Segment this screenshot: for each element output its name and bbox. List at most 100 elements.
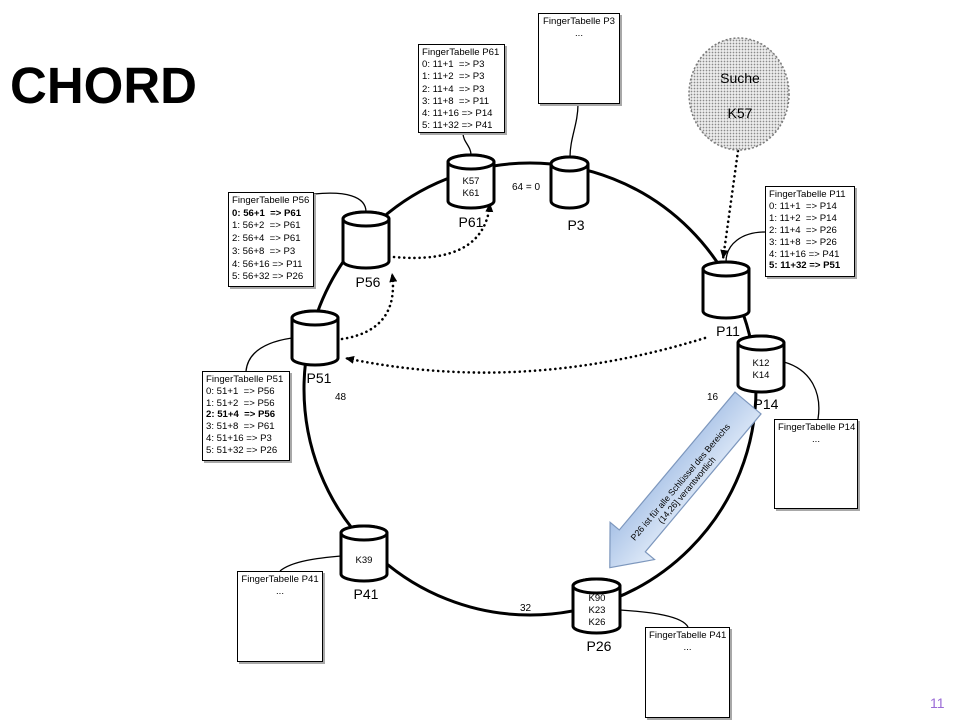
connector-p11	[725, 231, 766, 263]
finger-table-row: 0: 11+1 => P3	[422, 59, 485, 71]
node-label: P51	[307, 370, 332, 386]
responsibility-note-arrow: P26 ist für alle Schlüssel des Bereichs …	[609, 391, 762, 569]
finger-table-row: 1: 11+2 => P3	[422, 71, 485, 83]
node-p56: P56	[341, 210, 391, 290]
finger-table-p11: FingerTabelle P11 0: 11+1 => P14 1: 11+2…	[765, 186, 855, 277]
finger-table-row: 3: 11+8 => P26	[769, 236, 837, 248]
hop-p11-to-p51	[343, 336, 707, 374]
finger-table-row: 1: 11+2 => P14	[769, 212, 837, 224]
finger-table-row: 3: 11+8 => P11	[422, 95, 490, 107]
node-key: K61	[463, 188, 480, 199]
finger-table-row: ...	[683, 642, 692, 654]
node-p3-cylinder-top	[549, 155, 590, 173]
ring-mark-zero: 64 = 0	[512, 182, 541, 193]
node-key: K12	[753, 358, 770, 369]
ring-mark-thirty-two: 32	[520, 603, 532, 614]
finger-table-row: 5: 51+32 => P26	[206, 444, 278, 456]
connector-p51	[245, 337, 293, 372]
connector-p56	[313, 192, 367, 213]
finger-table-row: 1: 51+2 => P56	[206, 397, 275, 409]
search-cloud-line-2: K57	[728, 105, 753, 121]
finger-table-title: FingerTabelle P61	[422, 47, 500, 58]
search-cloud-shape	[688, 37, 790, 151]
node-label: P26	[587, 638, 612, 654]
finger-table-row: 0: 56+1 => P61	[232, 207, 302, 219]
search-cloud-line-1: Suche	[720, 70, 760, 86]
finger-table-row: 2: 11+4 => P3	[422, 83, 485, 95]
slide-title: CHORD	[10, 57, 197, 114]
finger-table-title: FingerTabelle P41	[241, 574, 319, 585]
finger-table-row: 5: 11+32 => P41	[422, 120, 493, 132]
ring-mark-sixteen: 16	[707, 392, 719, 403]
finger-table-row: 5: 11+32 => P51	[769, 260, 841, 272]
node-key: K39	[356, 555, 373, 566]
node-p56-cylinder-top	[341, 210, 391, 228]
node-p11-cylinder-top	[701, 260, 751, 278]
finger-table-row: ...	[276, 586, 284, 598]
finger-table-title: FingerTabelle P3	[543, 16, 615, 27]
connector-p26	[619, 609, 689, 628]
hop-p56-to-p61	[392, 201, 494, 260]
node-p41: K39 P41	[339, 524, 389, 602]
finger-table-p61: FingerTabelle P61 0: 11+1 => P3 1: 11+2 …	[418, 44, 505, 133]
node-label: P11	[716, 323, 740, 339]
node-label: P61	[459, 214, 484, 230]
node-p3: P3	[549, 155, 590, 233]
finger-table-row: ...	[575, 28, 583, 40]
finger-table-p56: FingerTabelle P56 0: 56+1 => P61 1: 56+2…	[228, 192, 314, 287]
finger-table-row: 3: 56+8 => P3	[232, 245, 296, 257]
finger-table-p14: FingerTabelle P14 ...	[774, 419, 858, 509]
finger-table-p41-bottom: FingerTabelle P41 ...	[645, 627, 730, 718]
node-p61-cylinder-top	[446, 153, 496, 171]
finger-table-row: 2: 11+4 => P26	[769, 224, 837, 236]
node-key: K26	[589, 617, 606, 628]
finger-table-p51: FingerTabelle P51 0: 51+1 => P56 1: 51+2…	[202, 371, 290, 461]
node-label: P14	[754, 396, 779, 412]
finger-table-row: ...	[812, 434, 820, 446]
node-p61: K57 K61 P61	[446, 153, 496, 230]
finger-table-row: 5: 56+32 => P26	[232, 271, 304, 283]
connector-p61	[462, 132, 472, 156]
lookup-hops	[340, 149, 740, 374]
finger-table-p3: FingerTabelle P3 ...	[538, 13, 620, 104]
node-label: P41	[354, 586, 379, 602]
node-p11: P11	[701, 260, 751, 339]
finger-table-row: 4: 51+16 => P3	[206, 432, 272, 444]
finger-table-row: 0: 11+1 => P14	[769, 200, 837, 212]
ring-mark-forty-eight: 48	[335, 392, 347, 403]
connector-p14	[783, 361, 820, 420]
node-p51: P51	[290, 309, 340, 386]
hop-cloud-to-p11	[720, 149, 740, 261]
connector-p41	[279, 555, 342, 572]
finger-table-title: FingerTabelle P41	[649, 630, 727, 641]
node-p14-cylinder-top	[736, 334, 786, 352]
finger-table-title: FingerTabelle P11	[769, 189, 846, 200]
node-key: K23	[589, 605, 606, 616]
finger-table-title: FingerTabelle P14	[778, 422, 856, 433]
node-key: K14	[753, 370, 770, 381]
finger-table-title: FingerTabelle P51	[206, 374, 284, 385]
node-p14: K12 K14 P14	[736, 334, 786, 412]
node-key: K90	[589, 593, 606, 604]
node-key: K57	[463, 176, 480, 187]
node-label: P56	[356, 274, 381, 290]
finger-table-row: 2: 51+4 => P56	[206, 409, 276, 421]
node-p51-cylinder-top	[290, 309, 340, 327]
node-p41-cylinder-top	[339, 524, 389, 542]
finger-table-row: 1: 56+2 => P61	[232, 220, 301, 232]
search-cloud: Suche K57	[688, 37, 790, 151]
finger-table-row: 2: 56+4 => P61	[232, 233, 301, 245]
note-arrow-shape	[609, 391, 762, 569]
finger-table-row: 4: 11+16 => P41	[769, 248, 840, 260]
page-number: 11	[930, 695, 945, 711]
node-p26-cylinder-top	[571, 577, 622, 595]
finger-table-row: 3: 51+8 => P61	[206, 421, 275, 433]
finger-table-title: FingerTabelle P56	[232, 195, 310, 206]
note-line-1: P26 ist für alle Schlüssel des Bereichs	[629, 421, 733, 542]
node-label: P3	[567, 217, 584, 233]
finger-table-row: 4: 11+16 => P14	[422, 108, 493, 120]
node-p26: K90 K23 K26 P26	[571, 577, 622, 654]
connector-p3	[569, 103, 579, 158]
